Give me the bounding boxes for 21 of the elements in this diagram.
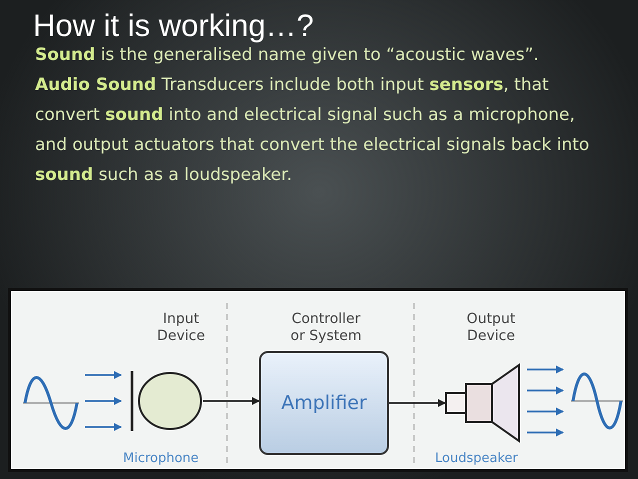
sine-wave-icon (571, 371, 623, 431)
sine-wave-icon (23, 375, 79, 431)
arrow (203, 397, 260, 405)
arrow (85, 423, 122, 431)
slide-title: How it is working…? (33, 8, 314, 44)
device-caption: Loudspeaker (435, 451, 518, 466)
paragraph: Sound is the generalised name given to “acoustic waves”. Audio Sound Transducers include both input sensors, that convert sound into and electrical signal such as a microphone, and output actuators that convert the electrical signals back into sound such as a loudspeaker. (35, 44, 590, 187)
section-label: Output Device (466, 311, 516, 345)
arrow (85, 371, 122, 379)
arrow (527, 366, 564, 374)
arrow (527, 408, 564, 416)
process-box: Amplifier (259, 351, 389, 455)
arrow (527, 386, 564, 394)
section-label: Input Device (156, 311, 206, 345)
arrow (85, 397, 122, 405)
loudspeaker-icon (445, 364, 521, 442)
microphone-icon (129, 371, 203, 431)
section-label: Controller or System (290, 311, 362, 345)
arrow (527, 428, 564, 436)
arrow (389, 399, 446, 407)
device-caption: Microphone (123, 451, 199, 466)
